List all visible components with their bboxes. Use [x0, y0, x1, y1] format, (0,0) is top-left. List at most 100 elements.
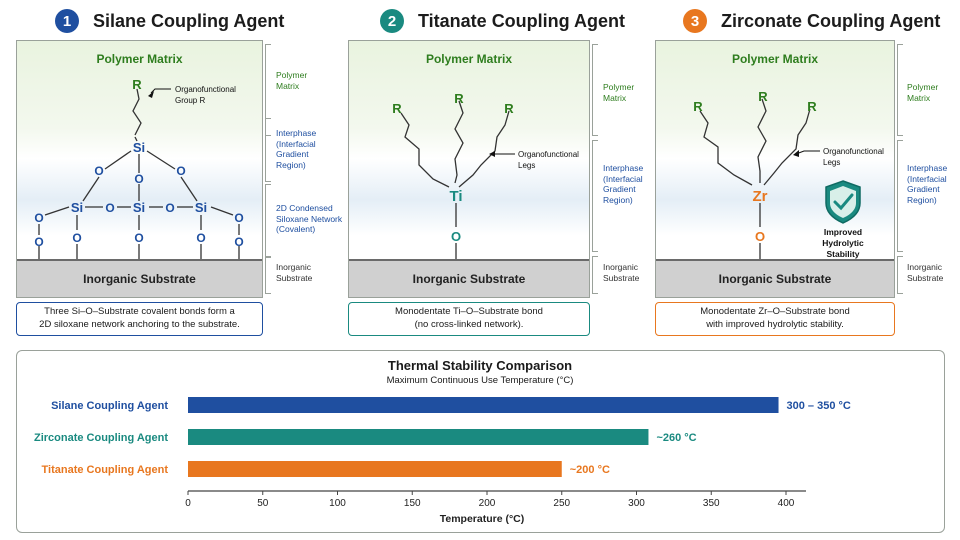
titanate-diagram-panel: Polymer Matrix R R R Ti O Organofunction…	[348, 40, 590, 298]
x-tick-label: 400	[778, 498, 795, 509]
silane-o-atom: O	[234, 211, 243, 225]
shield-check-icon	[825, 180, 861, 224]
category-label: Silane Coupling Agent	[51, 400, 168, 412]
category-label: Zirconate Coupling Agent	[34, 432, 168, 444]
silane-annotation-line2: Group R	[175, 96, 205, 105]
silane-caption: Three Si–O–Substrate covalent bonds form…	[16, 302, 263, 336]
zirconate-o-atom: O	[755, 229, 765, 244]
step-3-badge: 3	[683, 9, 707, 33]
silane-structure: R Si O O O O O O O O O O O O Si Si Si Or…	[34, 77, 244, 261]
zirconate-zr-atom: Zr	[753, 188, 768, 205]
zirconate-annotation-line1: Organofunctional	[823, 147, 884, 156]
bracket	[592, 140, 598, 252]
titanate-o-atom: O	[451, 229, 461, 244]
bracket	[897, 44, 903, 136]
titanate-annotation-line1: Organofunctional	[518, 150, 579, 159]
data-label: ~200 °C	[570, 464, 610, 476]
silane-o-atom: O	[105, 201, 114, 215]
silane-o-atom: O	[234, 235, 243, 249]
silane-o-atom: O	[134, 172, 143, 186]
silane-o-atom: O	[196, 231, 205, 245]
step-1-badge: 1	[55, 9, 79, 33]
silane-substrate: Inorganic Substrate	[17, 259, 262, 297]
x-tick-label: 150	[404, 498, 421, 509]
titanate-substrate: Inorganic Substrate	[349, 259, 589, 297]
step-2-badge: 2	[380, 9, 404, 33]
zirconate-polymer-matrix-label: Polymer Matrix	[731, 52, 819, 66]
x-tick-label: 350	[703, 498, 720, 509]
silane-o-atom: O	[165, 201, 174, 215]
zirconate-structure: R R R Zr O Organofunctional Legs Improve…	[693, 89, 884, 261]
x-axis-title: Temperature (°C)	[440, 513, 525, 525]
panel-2-header: 2 Titanate Coupling Agent	[380, 6, 625, 36]
chart-title: Thermal Stability Comparison	[387, 358, 573, 373]
zirconate-diagram-panel: Polymer Matrix R R R Zr O Organofunction…	[655, 40, 895, 298]
panel-1-title: Silane Coupling Agent	[93, 10, 285, 31]
x-tick-label: 250	[553, 498, 570, 509]
bracket	[897, 256, 903, 294]
silane-o-atom: O	[34, 235, 43, 249]
x-tick-label: 50	[257, 498, 269, 509]
category-label: Titanate Coupling Agent	[42, 464, 169, 476]
silane-si-atom: Si	[71, 200, 83, 215]
bracket	[265, 184, 271, 258]
panel-1-header: 1 Silane Coupling Agent	[55, 6, 284, 36]
data-label: 300 – 350 °C	[787, 400, 851, 412]
silane-o-atom: O	[34, 211, 43, 225]
zirconate-leg-center	[757, 98, 767, 183]
titanate-leg-left	[400, 112, 450, 188]
titanate-r-atom: R	[504, 101, 514, 116]
titanate-leg-center	[454, 100, 464, 184]
silane-si-top-atom: Si	[133, 140, 145, 155]
titanate-r-atom: R	[454, 91, 464, 106]
zirconate-leg-left	[699, 110, 753, 186]
panel-3-header: 3 Zirconate Coupling Agent	[683, 6, 940, 36]
panel-3-title: Zirconate Coupling Agent	[721, 10, 941, 31]
panel-2-title: Titanate Coupling Agent	[418, 10, 625, 31]
shield-label-line1: Improved	[824, 227, 862, 237]
silane-o-atom: O	[72, 231, 81, 245]
titanate-ti-atom: Ti	[449, 188, 462, 205]
silane-r-atom: R	[132, 77, 142, 92]
silane-polymer-matrix-label: Polymer Matrix	[96, 52, 183, 66]
zirconate-leg-right	[763, 108, 811, 186]
x-tick-label: 0	[185, 498, 191, 509]
x-tick-label: 100	[329, 498, 346, 509]
bracket	[897, 140, 903, 252]
silane-annotation-line1: Organofunctional	[175, 85, 236, 94]
silane-o-atom: O	[134, 231, 143, 245]
shield-label-line2: Hydrolytic	[822, 238, 864, 248]
bracket	[592, 44, 598, 136]
silane-diagram-panel: Polymer Matrix	[16, 40, 263, 298]
titanate-r-atom: R	[392, 101, 402, 116]
shield-label-line3: Stability	[826, 249, 859, 259]
titanate-structure: R R R Ti O Organofunctional Legs	[392, 91, 579, 261]
zirconate-r-atom: R	[693, 99, 703, 114]
bracket	[592, 256, 598, 294]
silane-si-atom: Si	[195, 200, 207, 215]
bracket	[265, 44, 271, 136]
zirconate-r-atom: R	[807, 99, 817, 114]
bar-2	[188, 461, 562, 477]
bar-0	[188, 397, 779, 413]
titanate-polymer-matrix-label: Polymer Matrix	[425, 52, 513, 66]
zirconate-substrate: Inorganic Substrate	[656, 259, 894, 297]
titanate-caption: Monodentate Ti–O–Substrate bond(no cross…	[348, 302, 590, 336]
chart-subtitle: Maximum Continuous Use Temperature (°C)	[386, 375, 574, 386]
data-label: ~260 °C	[656, 432, 696, 444]
silane-o-atom: O	[176, 164, 185, 178]
x-tick-label: 200	[479, 498, 496, 509]
bracket	[265, 256, 271, 294]
zirconate-annotation-line2: Legs	[823, 158, 840, 167]
zirconate-r-atom: R	[758, 89, 768, 104]
